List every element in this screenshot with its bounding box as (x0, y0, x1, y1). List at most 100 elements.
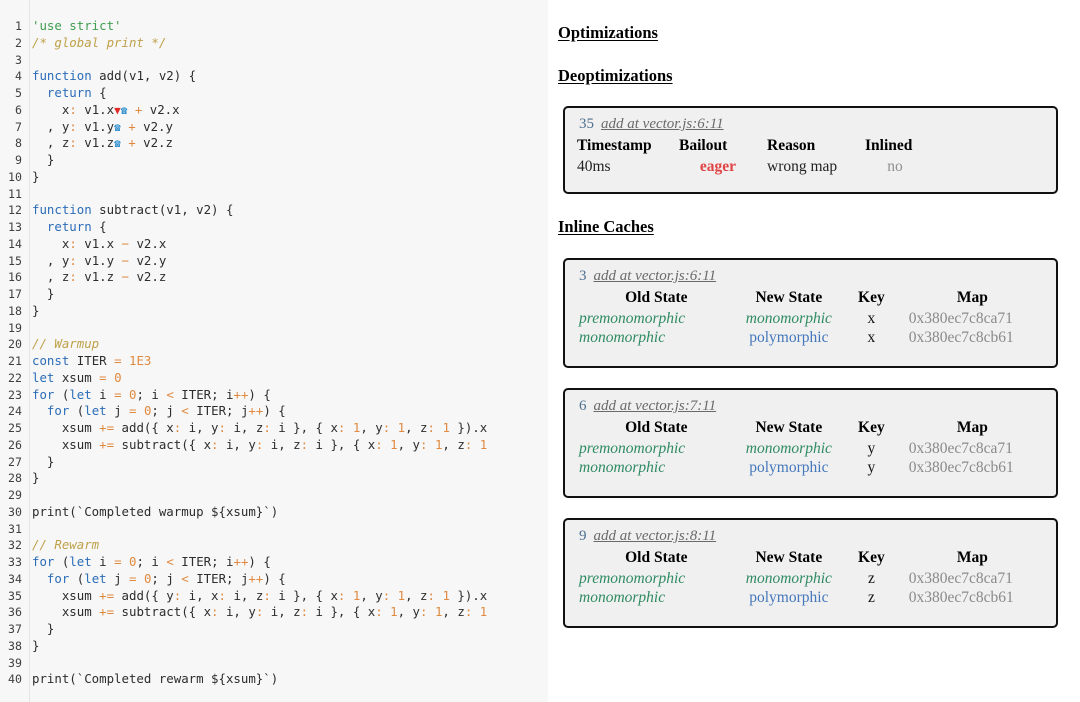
code-line[interactable]: 39 (0, 655, 548, 672)
code-token (32, 85, 47, 100)
source-location-link[interactable]: add at vector.js:6:11 (593, 268, 717, 284)
deopt-marker-icon[interactable]: ▼ (114, 103, 121, 117)
line-number: 40 (8, 672, 22, 687)
code-line[interactable]: 2/* global print */ (0, 35, 548, 52)
code-token: , y (397, 604, 421, 620)
card-id: 3 (579, 268, 587, 284)
source-location-link[interactable]: add at vector.js:6:11 (601, 116, 724, 132)
inline-cache-marker-icon[interactable]: ☎ (114, 120, 121, 134)
code-token: : (211, 604, 219, 620)
cell-old-state: monomorphic (577, 459, 734, 478)
code-token: = (114, 386, 122, 402)
code-token (32, 403, 47, 418)
code-line[interactable]: 11 (0, 186, 548, 203)
code-line[interactable]: 9 } (0, 152, 548, 169)
code-line-text: xsum += subtract({ x: i, y: i, z: i }, {… (32, 437, 487, 452)
line-number: 36 (8, 605, 22, 620)
code-token: i (91, 386, 115, 402)
code-token: : (263, 587, 271, 603)
code-line[interactable]: 38} (0, 638, 548, 655)
source-location-link[interactable]: add at vector.js:7:11 (593, 398, 717, 414)
code-token: , y (360, 587, 383, 603)
code-line[interactable]: 20// Warmup (0, 336, 548, 353)
code-line[interactable]: 31 (0, 521, 548, 538)
code-line[interactable]: 3 (0, 52, 548, 69)
code-token: v2.y (129, 252, 167, 268)
code-line-text: // Warmup (32, 336, 99, 351)
code-line[interactable]: 32// Rewarm (0, 537, 548, 554)
code-line-text: for (let i = 0; i < ITER; i++) { (32, 554, 271, 569)
cell-new-state-value: monomorphic (745, 570, 832, 587)
code-line-text: , y: v1.y☎ + v2.y (32, 119, 173, 134)
code-line[interactable]: 7 , y: v1.y☎ + v2.y (0, 119, 548, 136)
code-line[interactable]: 1'use strict' (0, 18, 548, 35)
code-line[interactable]: 19 (0, 320, 548, 337)
line-number: 7 (15, 119, 22, 134)
code-line[interactable]: 5 return { (0, 85, 548, 102)
code-line[interactable]: 25 xsum += add({ x: i, y: i, z: i }, { x… (0, 420, 548, 437)
code-token: subtract({ x (114, 604, 212, 620)
code-line[interactable]: 17 } (0, 286, 548, 303)
code-token (345, 588, 352, 603)
code-token: add(v1, v2) { (91, 68, 197, 84)
column-header-timestamp: Timestamp (577, 137, 652, 154)
code-token: }).x (449, 420, 488, 435)
source-location-link[interactable]: add at vector.js:8:11 (593, 528, 717, 544)
code-token: i, z (263, 436, 301, 452)
code-token: ; i (136, 554, 167, 569)
code-token: + (134, 101, 143, 117)
code-token: ; j (151, 403, 182, 419)
code-line[interactable]: 35 xsum += add({ y: i, x: i, z: i }, { x… (0, 588, 548, 605)
cell-key: z (867, 570, 875, 587)
code-line[interactable]: 13 return { (0, 219, 548, 236)
column-header-old-state: Old State (625, 419, 688, 436)
code-token: } (32, 152, 55, 167)
code-token: + (128, 118, 136, 134)
code-line-text: } (32, 454, 54, 469)
code-line[interactable]: 6 x: v1.x▼☎ + v2.x (0, 102, 548, 119)
code-token: += (99, 587, 115, 603)
code-line[interactable]: 29 (0, 487, 548, 504)
code-line-text: , z: v1.z☎ + v2.z (32, 135, 173, 150)
code-line[interactable]: 26 xsum += subtract({ x: i, y: i, z: i }… (0, 437, 548, 454)
inline-cache-marker-icon[interactable]: ☎ (120, 103, 128, 117)
code-line[interactable]: 27 } (0, 454, 548, 471)
code-line[interactable]: 14 x: v1.x − v2.x (0, 236, 548, 253)
section-heading-deoptimizations: Deoptimizations (558, 66, 673, 85)
code-line[interactable]: 18} (0, 303, 548, 320)
code-line[interactable]: 34 for (let j = 0; j < ITER; j++) { (0, 571, 548, 588)
code-line[interactable]: 15 , y: v1.y − v2.y (0, 253, 548, 270)
code-token: : (382, 420, 391, 435)
code-token: − (121, 235, 130, 251)
code-line-text: } (32, 621, 54, 636)
code-line[interactable]: 36 xsum += subtract({ x: i, y: i, z: i }… (0, 604, 548, 621)
code-line[interactable]: 8 , z: v1.z☎ + v2.z (0, 135, 548, 152)
line-number: 25 (8, 421, 22, 435)
code-token: : (382, 587, 391, 603)
code-line[interactable]: 16 , z: v1.z − v2.z (0, 269, 548, 286)
code-line[interactable]: 24 for (let j = 0; j < ITER; j++) { (0, 403, 548, 420)
code-line[interactable]: 28} (0, 470, 548, 487)
code-token: i, z (226, 587, 264, 603)
code-token: : (69, 252, 77, 268)
code-line[interactable]: 37 } (0, 621, 548, 638)
inline-cache-marker-icon[interactable]: ☎ (114, 137, 121, 151)
cell-old-state-value: premonomorphic (579, 570, 686, 587)
code-line[interactable]: 10} (0, 169, 548, 186)
code-token (390, 588, 397, 603)
